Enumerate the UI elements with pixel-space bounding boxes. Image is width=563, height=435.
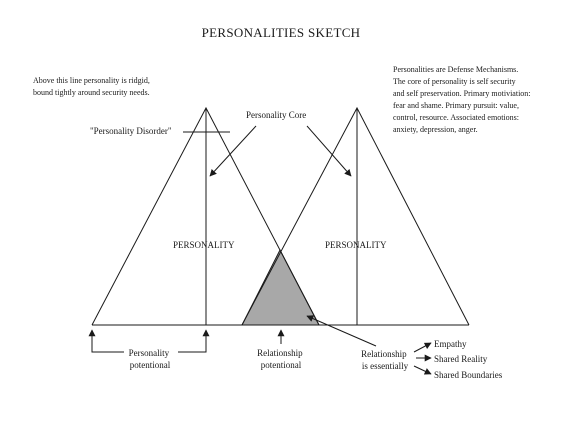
relationship-potential-line-2: potentional [261,360,302,370]
note-right-line-3: and self preservation. Primary motiviati… [393,89,531,98]
core-arrow-left [209,125,257,177]
personality-potential-label: Personality potentional [129,348,172,370]
quality-arrow-shared-boundaries [413,365,432,375]
diagram-title: PERSONALITIES SKETCH [202,25,361,40]
note-right-line-5: control, resource. Associated emotions: [393,113,519,122]
note-left-line-2: bound tightly around security needs. [33,88,150,97]
personality-label-right: PERSONALITY [325,240,387,250]
relationship-potential-line-1: Relationship [257,348,303,358]
note-right-line-6: anxiety, depression, anger. [393,125,478,134]
quality-empathy: Empathy [434,339,467,349]
relationship-essentially-arrow [306,315,377,347]
quality-shared-reality: Shared Reality [434,354,488,364]
personality-potential-arrow-left [88,329,124,353]
quality-arrow-empathy [413,342,432,353]
personality-potential-line-1: Personality [129,348,170,358]
relationship-essentially-line-1: Relationship [361,349,407,359]
quality-shared-boundaries: Shared Boundaries [434,370,503,380]
note-right-line-1: Personalities are Defense Mechanisms. [393,65,518,74]
relationship-essentially-label: Relationship is essentially [361,349,409,371]
note-defense-mechanisms: Personalities are Defense Mechanisms. Th… [393,65,533,134]
relationship-overlap-triangle [241,248,320,326]
personality-disorder-label: "Personality Disorder" [90,126,172,136]
note-left-line-1: Above this line personality is ridgid, [33,76,150,85]
note-right-line-2: The core of personality is self security [393,77,516,86]
personality-label-left: PERSONALITY [173,240,235,250]
relationship-essentially-line-2: is essentially [362,361,409,371]
core-arrow-right [306,125,352,177]
note-rigid-line-left: Above this line personality is ridgid, b… [33,76,152,97]
personality-core-label: Personality Core [246,110,306,120]
personality-potential-arrow-right [178,329,210,353]
relationship-potential-label: Relationship potentional [257,348,305,370]
personality-potential-line-2: potentional [130,360,171,370]
note-right-line-4: fear and shame. Primary pursuit: value, [393,101,519,110]
